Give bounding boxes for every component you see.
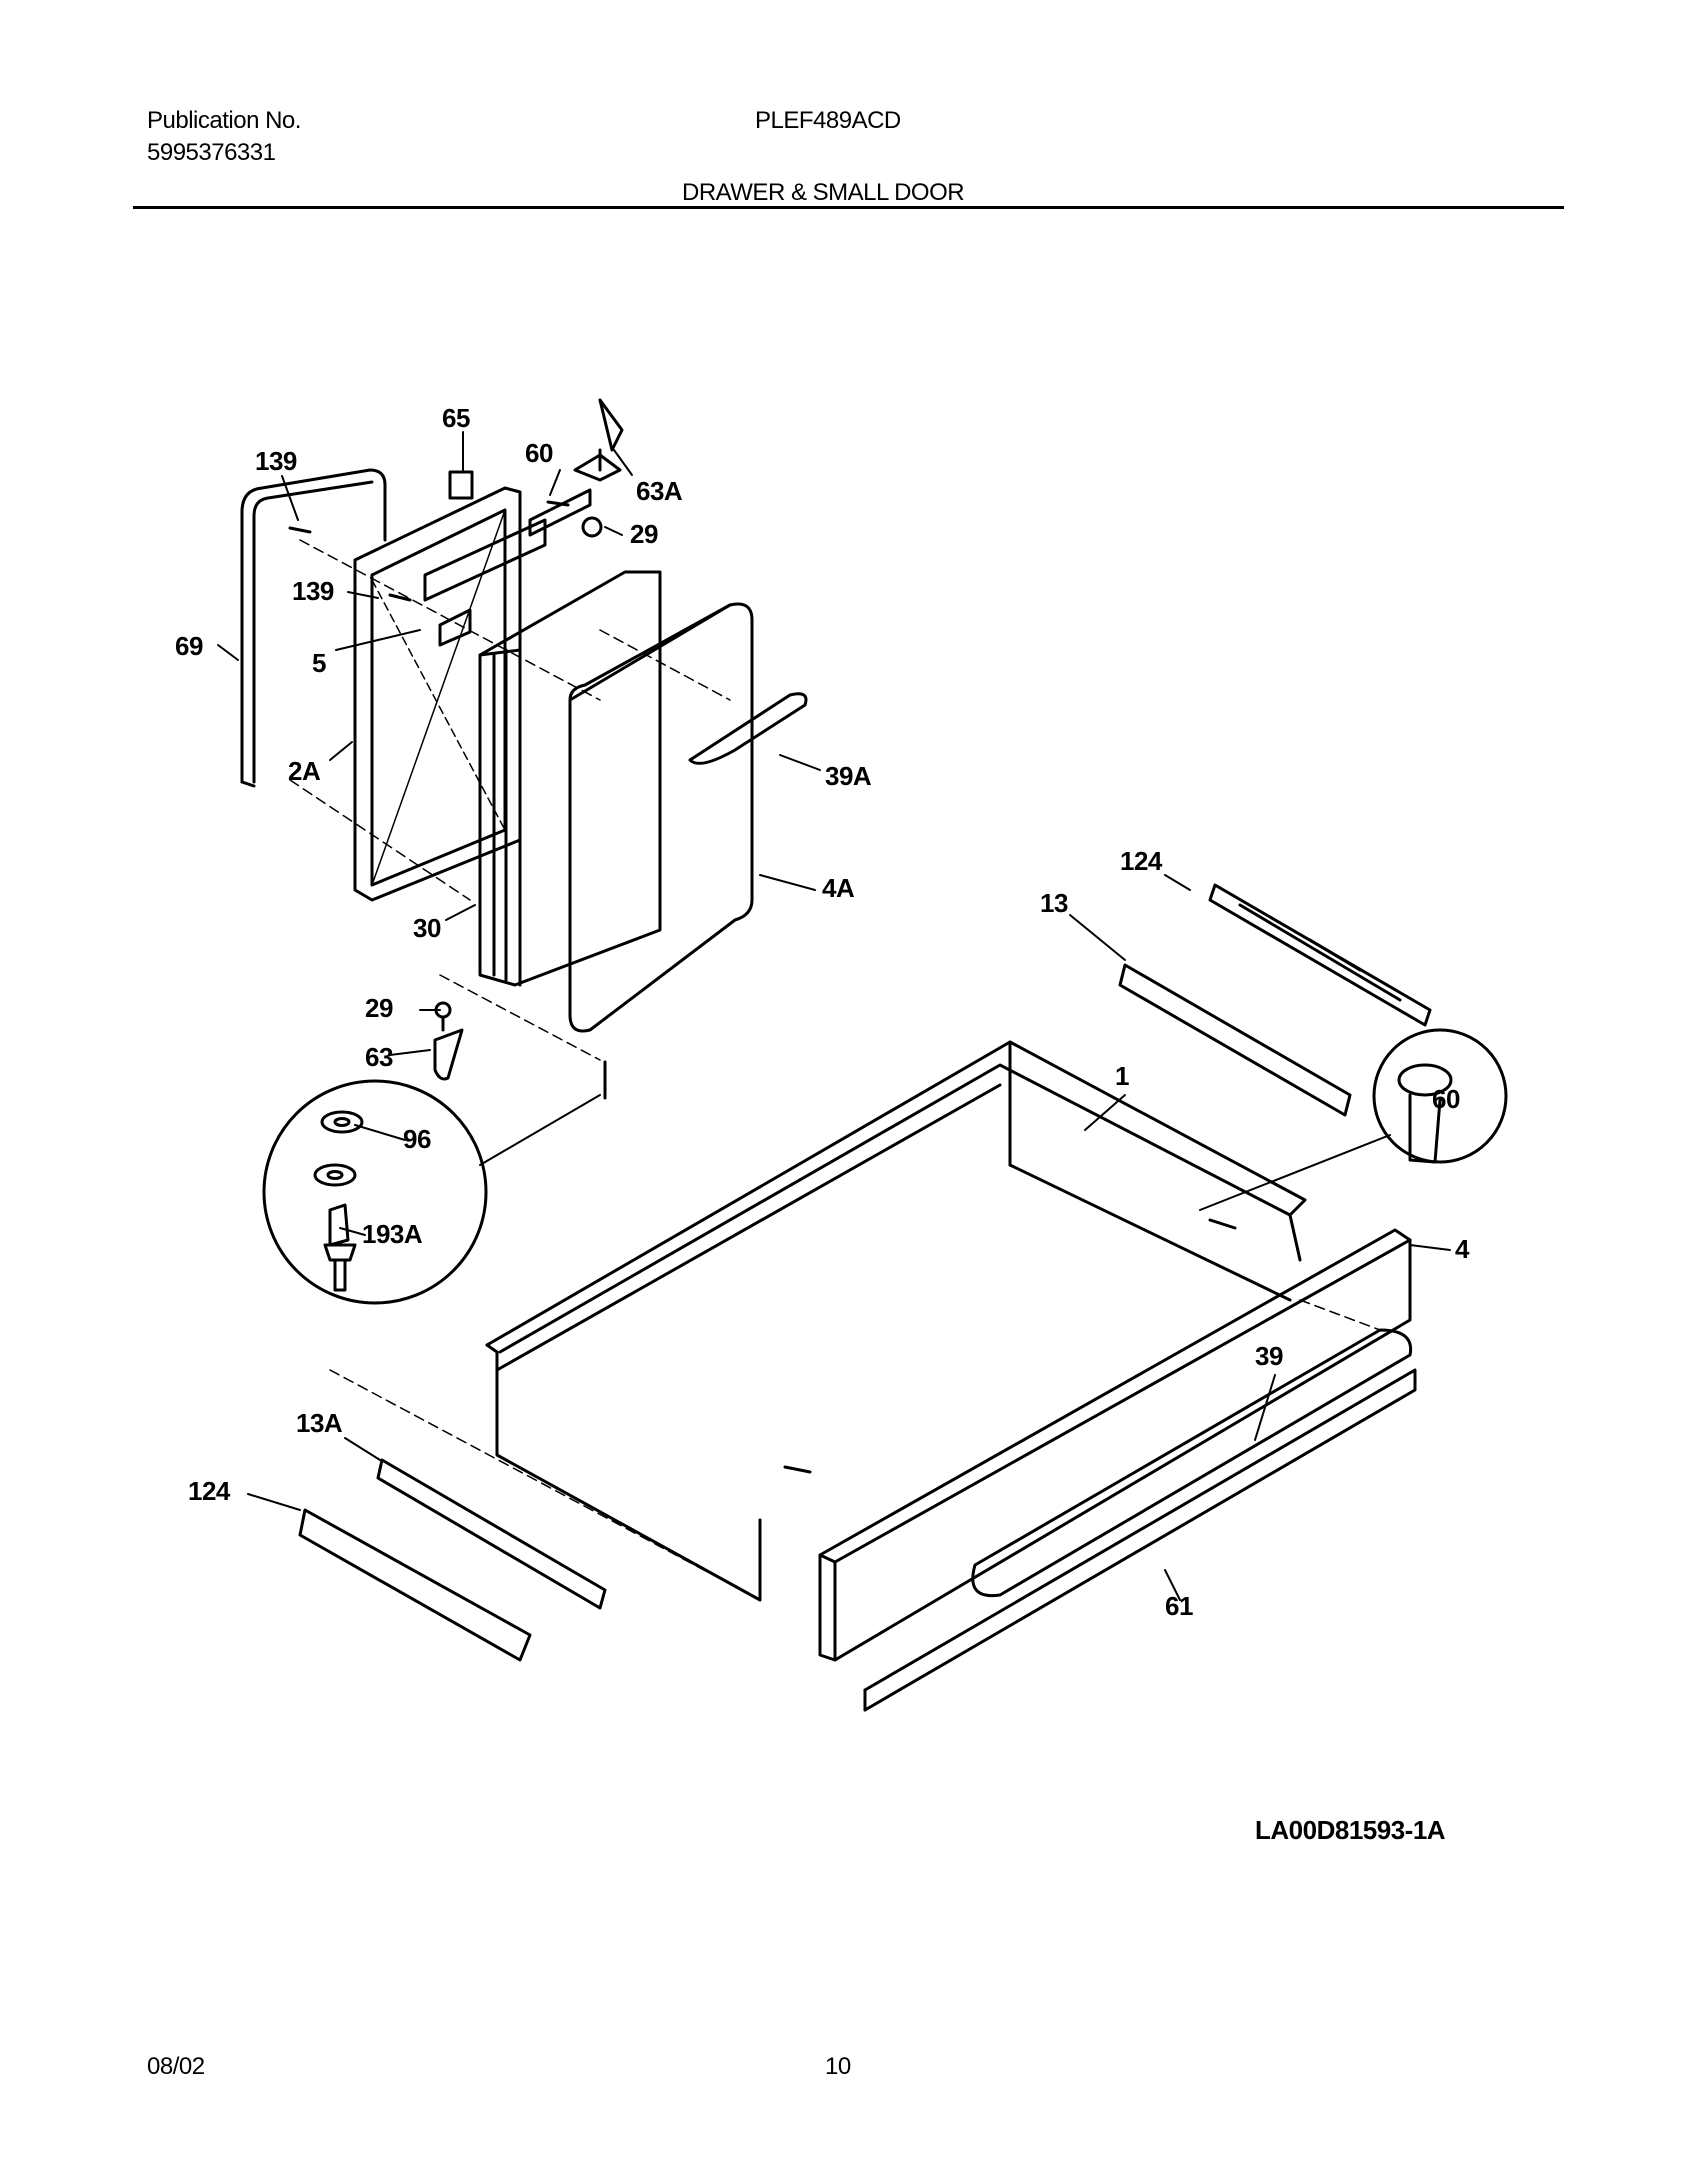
door-handle-part	[688, 692, 808, 765]
callout-label: 2A	[288, 756, 321, 786]
callout-label: 139	[292, 576, 334, 606]
alignment-lines	[289, 539, 1381, 1601]
section-title: DRAWER & SMALL DOOR	[682, 179, 965, 206]
drawer-slide-part	[376, 1458, 607, 1610]
callout-label: 63A	[636, 476, 683, 506]
callout-label: 124	[188, 1476, 231, 1506]
publication-date: 08/02	[147, 2053, 205, 2080]
callout-label: 39A	[825, 761, 872, 791]
callout-label: 4	[1455, 1234, 1470, 1264]
drawer-slide-part	[1118, 963, 1352, 1117]
model-number: PLEF489ACD	[755, 107, 901, 134]
screw-detail-circle	[1372, 1028, 1508, 1164]
washer-detail-circle	[262, 1079, 488, 1305]
callout-label: 39	[1255, 1341, 1283, 1371]
publication-number: 5995376331	[147, 139, 276, 166]
callout-label: 13A	[296, 1408, 343, 1438]
top-hinge-part	[528, 398, 624, 538]
door-gasket-part	[240, 468, 387, 788]
callout-label: 63	[365, 1042, 393, 1072]
drawer-slide-part	[1208, 883, 1432, 1027]
callout-leaders	[217, 431, 1451, 1601]
callout-label: 96	[403, 1124, 431, 1154]
drawer-front-part	[818, 1228, 1412, 1662]
callout-label: 61	[1165, 1591, 1193, 1621]
lower-hinge-part	[433, 1001, 464, 1081]
callout-label: 124	[1120, 846, 1163, 876]
callout-label: 69	[175, 631, 203, 661]
publication-label: Publication No.	[147, 107, 301, 134]
drawer-slide-part	[298, 1508, 532, 1662]
drawer-handle-part	[971, 1328, 1413, 1598]
callout-label: 13	[1040, 888, 1068, 918]
drawer-body-part	[485, 1040, 1307, 1602]
callout-label: 29	[630, 519, 658, 549]
door-clip-part	[448, 470, 474, 500]
hinge-bracket-part	[423, 518, 547, 647]
callout-labels: 139 65 60 63A 29 139 5 69 2A 39A 4A 30 1…	[175, 403, 1471, 1621]
screw-part	[288, 526, 312, 534]
callout-label: 5	[312, 648, 326, 678]
screw-part	[783, 1465, 812, 1474]
callout-label: 65	[442, 403, 470, 433]
screw-part	[1208, 1218, 1237, 1230]
diagram-reference-code: LA00D81593-1A	[1255, 1815, 1446, 1845]
page-number: 10	[825, 2053, 851, 2080]
callout-label: 139	[255, 446, 297, 476]
callout-label: 29	[365, 993, 393, 1023]
callout-label: 193A	[362, 1219, 423, 1249]
callout-label: 60	[1432, 1084, 1460, 1114]
callout-label: 4A	[822, 873, 855, 903]
callout-label: 60	[525, 438, 553, 468]
insulation-part	[478, 570, 662, 987]
outer-door-panel-part	[568, 602, 754, 1033]
screw-part	[388, 593, 412, 602]
header-rule	[133, 206, 1564, 209]
screw-part	[546, 500, 570, 507]
leader-line	[1199, 1134, 1391, 1211]
drawer-trim-part	[863, 1368, 1417, 1712]
callout-label: 30	[413, 913, 441, 943]
callout-label: 1	[1115, 1061, 1129, 1091]
